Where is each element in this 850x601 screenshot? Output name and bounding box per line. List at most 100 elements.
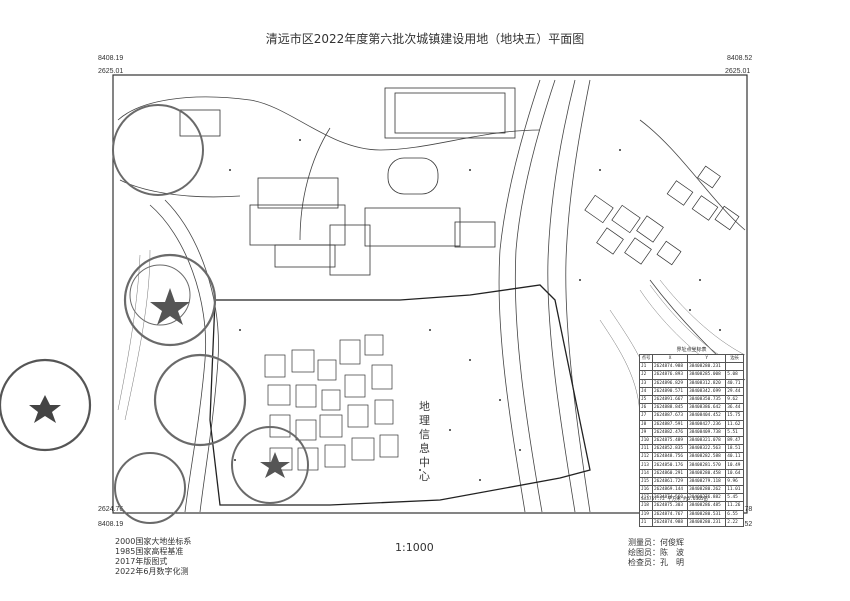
header-cell: X <box>651 353 689 364</box>
table-cell: 2624869.144 <box>651 484 689 495</box>
table-cell: 38408279.118 <box>687 476 727 487</box>
stamp-3 <box>153 353 247 447</box>
stamp-vertical-text: 地 理 信 息 中 心 <box>419 400 431 484</box>
table-cell: J11 <box>639 444 653 454</box>
table-cell: J9 <box>639 427 653 437</box>
table-cell: 38408280.458 <box>687 468 727 478</box>
table-cell: 2624852.835 <box>651 444 689 454</box>
signatures: 测量员：何俊辉 绘图员：陈 波 检查员：孔 明 <box>628 538 684 568</box>
table-cell: 38408409.738 <box>687 427 727 437</box>
table-cell: 5.45 <box>725 493 744 503</box>
table-cell: 2624887.673 <box>651 411 689 421</box>
table-cell: 36.44 <box>725 403 744 413</box>
table-cell: 2624874.988 <box>651 517 689 527</box>
table-cell: J15 <box>639 476 653 487</box>
table-cell: 38408280.231 <box>687 362 727 372</box>
table-cell: 38408321.078 <box>687 435 727 446</box>
stamp-5 <box>114 452 186 524</box>
stamp-large-left <box>0 358 92 452</box>
table-cell: 11.01 <box>725 484 744 495</box>
table-cell: J4 <box>639 386 653 396</box>
table-cell: 38408350.735 <box>687 394 727 405</box>
note-elevation-datum: 1985国家高程基准 <box>115 547 184 556</box>
header-cell: 点号 <box>639 353 653 364</box>
table-cell: J10 <box>639 435 653 446</box>
area-summary: S=3757.72 平方米 约5.6365亩 <box>641 497 708 502</box>
note-coordinate-system: 2000国家大地坐标系 <box>115 537 192 546</box>
table-cell: J6 <box>639 403 653 413</box>
table-cell: 2624848.756 <box>651 452 689 462</box>
table-cell: 29.44 <box>725 386 744 396</box>
table-cell: 2624896.829 <box>651 378 689 388</box>
note-survey-date: 2022年6月数字化测 <box>115 567 189 576</box>
stamp-char: 息 <box>419 442 430 455</box>
table-cell: 38408427.236 <box>687 419 727 429</box>
table-cell: 2624850.176 <box>651 460 689 470</box>
table-cell: 2624876.893 <box>651 370 689 380</box>
parcel-boundary <box>209 284 591 506</box>
table-cell: 38408280.262 <box>687 484 727 495</box>
table-cell: 10.49 <box>725 460 744 470</box>
table-cell: 9.96 <box>725 476 744 487</box>
table-cell: J2 <box>639 370 653 380</box>
table-cell: 2624861.729 <box>651 476 689 487</box>
table-cell: 40.11 <box>725 452 744 462</box>
table-cell: 11.26 <box>725 501 744 511</box>
table-cell: 5.08 <box>725 370 744 380</box>
table-cell: 2.22 <box>725 517 744 527</box>
table-cell: J12 <box>639 452 653 462</box>
drafter-line: 绘图员：陈 波 <box>628 548 684 557</box>
map-notes: 2000国家大地坐标系 1985国家高程基准 2017年版图式 2022年6月数… <box>115 537 191 577</box>
map-frame <box>112 74 748 514</box>
map-scale: 1:1000 <box>395 541 434 554</box>
table-cell: 38408386.642 <box>687 403 727 413</box>
table-cell: 2624882.476 <box>651 427 689 437</box>
stamp-char: 信 <box>419 428 430 441</box>
buildings-village <box>264 334 399 471</box>
note-legend-version: 2017年版图式 <box>115 557 168 566</box>
table-cell: 15.75 <box>725 411 744 421</box>
stamp-char: 中 <box>419 456 430 469</box>
table-cell: 38408322.563 <box>687 444 727 454</box>
table-cell: J16 <box>639 484 653 495</box>
survey-points <box>229 139 721 481</box>
table-cell: 38408286.485 <box>687 501 727 511</box>
table-cell: 6.55 <box>725 509 744 519</box>
table-cell: 2624891.667 <box>651 394 689 405</box>
table-cell: J13 <box>639 460 653 470</box>
corner-top-left-y: 2625.01 <box>98 68 124 75</box>
table-cell: 9.62 <box>725 394 744 405</box>
table-cell: 18.51 <box>725 444 744 454</box>
table-cell: 10.64 <box>725 468 744 478</box>
table-cell: 38408312.820 <box>687 378 727 388</box>
corner-top-right-x: 8408.52 <box>727 55 753 62</box>
stamp-star-icon <box>150 288 190 325</box>
buildings-east <box>584 165 740 266</box>
corner-top-right-y: 2625.01 <box>725 68 751 75</box>
table-cell: 2624890.571 <box>651 386 689 396</box>
table-cell: 2624875.303 <box>651 501 689 511</box>
stamp-4 <box>231 426 309 504</box>
stamp-char: 心 <box>419 470 430 483</box>
coordinate-table-header: 点号 X Y 边长 <box>639 353 744 364</box>
table-cell: 2624888.845 <box>651 403 689 413</box>
